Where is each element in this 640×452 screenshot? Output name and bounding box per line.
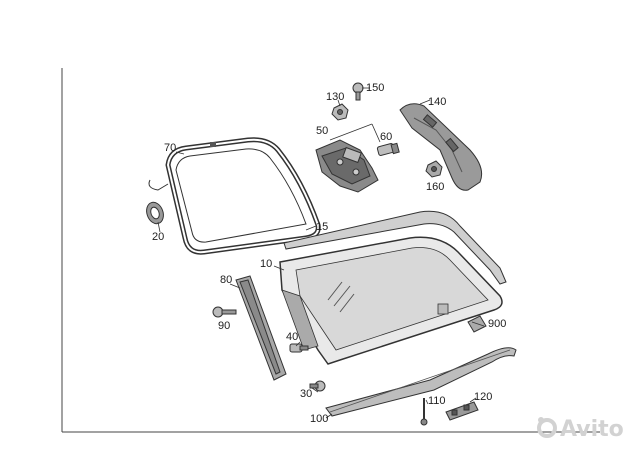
callout-150: 150 <box>366 82 384 94</box>
callout-90: 90 <box>218 320 230 332</box>
part-140-hinge-bracket <box>399 103 483 191</box>
watermark-text: Avito <box>560 417 624 442</box>
part-50-window-motor <box>315 139 379 193</box>
callout-110: 110 <box>428 395 446 407</box>
callout-120: 120 <box>474 391 492 403</box>
diagram-frame <box>61 68 600 433</box>
callout-130: 130 <box>326 91 344 103</box>
callout-60: 60 <box>380 131 392 143</box>
part-60-bolt <box>376 142 400 156</box>
part-110-bolt <box>420 398 428 426</box>
part-70-clip <box>210 142 216 147</box>
callout-160: 160 <box>426 181 444 193</box>
part-80-pillar-trim <box>235 275 287 381</box>
part-160-nut <box>425 160 443 178</box>
callout-140: 140 <box>428 96 446 108</box>
part-150-screw <box>352 82 364 101</box>
part-10-window-glass <box>279 236 503 365</box>
callout-30: 30 <box>300 388 312 400</box>
part-40-bolt <box>289 343 309 353</box>
callout-50: 50 <box>316 125 328 137</box>
part-100-lower-seal <box>325 347 517 417</box>
callout-100: 100 <box>310 413 328 425</box>
leader-lines <box>157 87 485 419</box>
callout-labels: 150 130 140 50 60 70 160 20 15 10 80 90 … <box>152 82 506 425</box>
part-130-nut <box>331 103 349 121</box>
callout-70: 70 <box>164 142 176 154</box>
callout-900: 900 <box>488 318 506 330</box>
callout-40: 40 <box>286 331 298 343</box>
callout-80: 80 <box>220 274 232 286</box>
avito-watermark: Avito <box>537 417 624 442</box>
callout-10: 10 <box>260 258 272 270</box>
part-15-upper-trim <box>283 210 507 285</box>
callout-20: 20 <box>152 231 164 243</box>
callout-15: 15 <box>316 221 328 233</box>
part-70-window-seal <box>148 137 321 255</box>
part-30-screw <box>309 380 326 392</box>
part-90-screw <box>212 306 237 318</box>
part-120-clip-strip <box>445 401 479 421</box>
part-20-grommet <box>146 201 164 225</box>
